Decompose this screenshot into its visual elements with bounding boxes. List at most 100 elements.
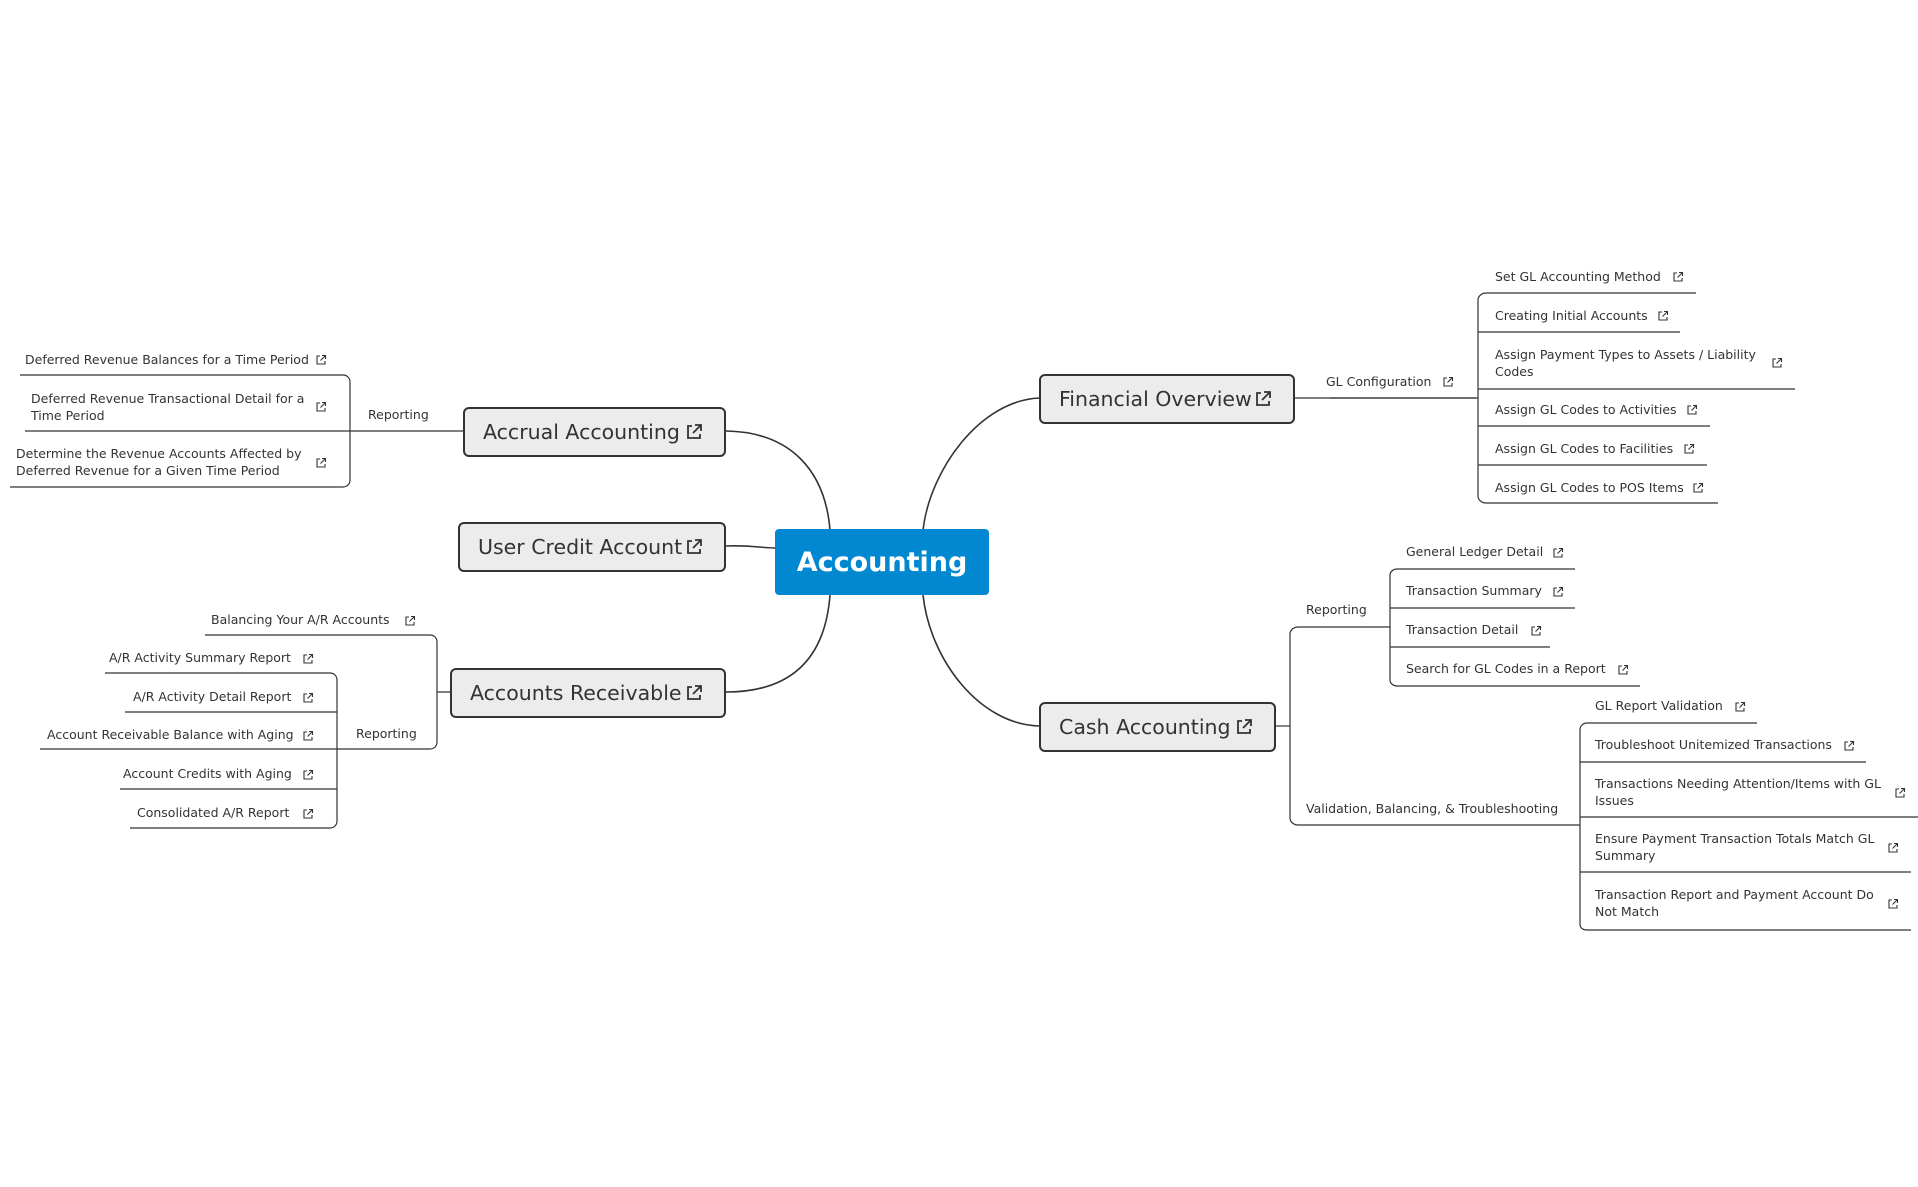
external-link-icon[interactable]	[302, 808, 314, 820]
external-link-icon[interactable]	[1530, 625, 1542, 637]
leaf-item[interactable]: Creating Initial Accounts	[1495, 308, 1648, 325]
subtopic-validation[interactable]: Validation, Balancing, & Troubleshooting	[1306, 801, 1558, 818]
topic-label: Accounts Receivable	[470, 681, 682, 705]
external-link-icon[interactable]	[1552, 586, 1564, 598]
leaf-label: Account Receivable Balance with Aging	[47, 727, 294, 742]
external-link-icon[interactable]	[1442, 376, 1454, 388]
leaf-item[interactable]: Transactions Needing Attention/Items wit…	[1595, 776, 1895, 809]
external-link-icon[interactable]	[1253, 389, 1273, 409]
external-link-icon[interactable]	[684, 422, 704, 442]
external-link-icon[interactable]	[1843, 740, 1855, 752]
leaf-label: General Ledger Detail	[1406, 544, 1544, 559]
external-link-icon[interactable]	[302, 769, 314, 781]
leaf-item[interactable]: Search for GL Codes in a Report	[1406, 661, 1606, 678]
external-link-icon[interactable]	[1683, 443, 1695, 455]
leaf-item[interactable]: Determine the Revenue Accounts Affected …	[16, 446, 316, 479]
leaf-item[interactable]: Account Receivable Balance with Aging	[47, 727, 294, 744]
external-link-icon[interactable]	[315, 457, 327, 469]
leaf-item[interactable]: GL Report Validation	[1595, 698, 1723, 715]
subtopic-ar-reporting[interactable]: Reporting	[356, 726, 417, 743]
topic-financial-overview[interactable]: Financial Overview	[1039, 374, 1295, 424]
leaf-label: Account Credits with Aging	[123, 766, 292, 781]
leaf-label: Deferred Revenue Balances for a Time Per…	[25, 352, 309, 367]
leaf-label: Assign GL Codes to Activities	[1495, 402, 1677, 417]
leaf-item[interactable]: Transaction Summary	[1406, 583, 1542, 600]
leaf-label: Creating Initial Accounts	[1495, 308, 1648, 323]
subtopic-label: Validation, Balancing, & Troubleshooting	[1306, 801, 1559, 816]
external-link-icon[interactable]	[1657, 310, 1669, 322]
subtopic-cash-reporting[interactable]: Reporting	[1306, 602, 1367, 619]
leaf-item[interactable]: Assign Payment Types to Assets / Liabili…	[1495, 347, 1775, 380]
leaf-item[interactable]: Account Credits with Aging	[123, 766, 292, 783]
leaf-item[interactable]: Assign GL Codes to Facilities	[1495, 441, 1673, 458]
external-link-icon[interactable]	[1771, 357, 1783, 369]
external-link-icon[interactable]	[1686, 404, 1698, 416]
central-topic[interactable]: Accounting	[775, 529, 989, 595]
leaf-item[interactable]: Assign GL Codes to POS Items	[1495, 480, 1684, 497]
leaf-label: Transaction Summary	[1406, 583, 1542, 598]
external-link-icon[interactable]	[1894, 787, 1906, 799]
external-link-icon[interactable]	[1672, 271, 1684, 283]
leaf-item[interactable]: Deferred Revenue Balances for a Time Per…	[25, 352, 309, 369]
leaf-label: Transaction Detail	[1406, 622, 1519, 637]
external-link-icon[interactable]	[1617, 664, 1629, 676]
leaf-label: A/R Activity Summary Report	[109, 650, 291, 665]
external-link-icon[interactable]	[1734, 701, 1746, 713]
leaf-label: Balancing Your A/R Accounts	[211, 612, 390, 627]
external-link-icon[interactable]	[684, 537, 704, 557]
leaf-label: A/R Activity Detail Report	[133, 689, 292, 704]
leaf-item[interactable]: A/R Activity Summary Report	[109, 650, 291, 667]
topic-label: Accrual Accounting	[483, 420, 680, 444]
leaf-label: Assign GL Codes to POS Items	[1495, 480, 1684, 495]
leaf-label: Ensure Payment Transaction Totals Match …	[1595, 831, 1875, 863]
external-link-icon[interactable]	[1887, 842, 1899, 854]
external-link-icon[interactable]	[302, 653, 314, 665]
subtopic-label: Reporting	[368, 407, 429, 422]
leaf-label: Transactions Needing Attention/Items wit…	[1595, 776, 1881, 808]
leaf-item[interactable]: Balancing Your A/R Accounts	[211, 612, 390, 629]
leaf-item[interactable]: Assign GL Codes to Activities	[1495, 402, 1677, 419]
leaf-label: Deferred Revenue Transactional Detail fo…	[31, 391, 305, 423]
leaf-label: Determine the Revenue Accounts Affected …	[16, 446, 302, 478]
external-link-icon[interactable]	[1692, 482, 1704, 494]
leaf-item[interactable]: Transaction Report and Payment Account D…	[1595, 887, 1895, 920]
leaf-item[interactable]: A/R Activity Detail Report	[133, 689, 291, 706]
leaf-label: Set GL Accounting Method	[1495, 269, 1661, 284]
external-link-icon[interactable]	[1552, 547, 1564, 559]
leaf-item[interactable]: General Ledger Detail	[1406, 544, 1543, 561]
external-link-icon[interactable]	[1887, 898, 1899, 910]
topic-accounts-receivable[interactable]: Accounts Receivable	[450, 668, 726, 718]
leaf-label: Search for GL Codes in a Report	[1406, 661, 1606, 676]
leaf-item[interactable]: Deferred Revenue Transactional Detail fo…	[31, 391, 311, 424]
leaf-item[interactable]: Troubleshoot Unitemized Transactions	[1595, 737, 1832, 754]
external-link-icon[interactable]	[404, 615, 416, 627]
topic-label: Financial Overview	[1059, 387, 1252, 411]
leaf-label: Assign GL Codes to Facilities	[1495, 441, 1674, 456]
leaf-item[interactable]: Consolidated A/R Report	[137, 805, 289, 822]
external-link-icon[interactable]	[315, 401, 327, 413]
subtopic-label: Reporting	[356, 726, 417, 741]
topic-label: User Credit Account	[478, 535, 683, 559]
topic-accrual-accounting[interactable]: Accrual Accounting	[463, 407, 726, 457]
subtopic-gl-configuration[interactable]: GL Configuration	[1326, 374, 1431, 391]
topic-user-credit-account[interactable]: User Credit Account	[458, 522, 726, 572]
leaf-label: Consolidated A/R Report	[137, 805, 290, 820]
leaf-label: Transaction Report and Payment Account D…	[1595, 887, 1874, 919]
external-link-icon[interactable]	[315, 354, 327, 366]
leaf-item[interactable]: Set GL Accounting Method	[1495, 269, 1661, 286]
external-link-icon[interactable]	[302, 692, 314, 704]
subtopic-accrual-reporting[interactable]: Reporting	[368, 407, 429, 424]
leaf-item[interactable]: Ensure Payment Transaction Totals Match …	[1595, 831, 1895, 864]
external-link-icon[interactable]	[302, 730, 314, 742]
external-link-icon[interactable]	[684, 683, 704, 703]
external-link-icon[interactable]	[1234, 717, 1254, 737]
topic-cash-accounting[interactable]: Cash Accounting	[1039, 702, 1276, 752]
central-topic-label: Accounting	[796, 546, 968, 578]
leaf-label: GL Report Validation	[1595, 698, 1723, 713]
subtopic-label: GL Configuration	[1326, 374, 1432, 389]
leaf-label: Assign Payment Types to Assets / Liabili…	[1495, 347, 1756, 379]
leaf-item[interactable]: Transaction Detail	[1406, 622, 1518, 639]
topic-label: Cash Accounting	[1059, 715, 1231, 739]
